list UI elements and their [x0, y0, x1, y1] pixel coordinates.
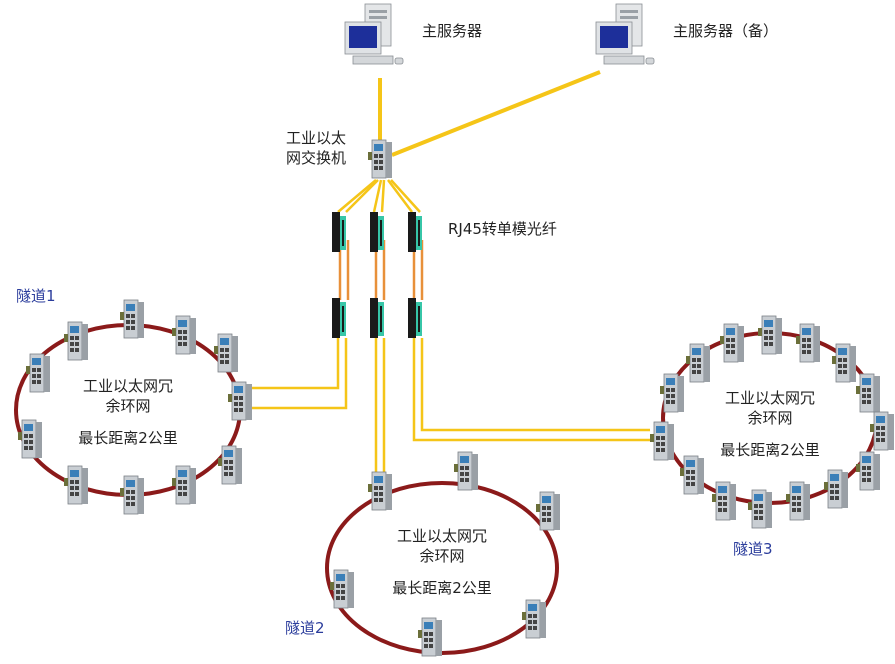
ring-2-distance: 最长距离2公里	[392, 579, 492, 597]
ring-1-distance: 最长距离2公里	[78, 429, 178, 447]
ring-1-title-line2: 余环网	[105, 397, 151, 415]
ring-1-title-line1: 工业以太网冗	[82, 377, 173, 395]
ring-1-label: 工业以太网冗 余环网 最长距离2公里	[58, 376, 198, 448]
main-server-icon	[344, 3, 404, 65]
ring-3-label: 工业以太网冗 余环网 最长距离2公里	[700, 388, 840, 460]
fiber-links	[378, 70, 601, 157]
backup-server-label: 主服务器（备）	[673, 22, 779, 40]
core-switch-label-line2: 网交换机	[286, 149, 347, 167]
ring-3-title-line1: 工业以太网冗	[724, 389, 815, 407]
tunnel-2-label: 隧道2	[285, 619, 325, 637]
core-switch-label: 工业以太 网交换机	[286, 128, 346, 168]
tunnel-3-label: 隧道3	[733, 540, 773, 558]
ring-3-title-line2: 余环网	[747, 409, 793, 427]
tunnel-1-label: 隧道1	[16, 287, 56, 305]
ring-3-distance: 最长距离2公里	[720, 441, 820, 459]
main-server-label: 主服务器	[422, 22, 483, 40]
ring-2-title-line2: 余环网	[419, 547, 465, 565]
link-backup-server	[391, 70, 601, 157]
ring-2-label: 工业以太网冗 余环网 最长距离2公里	[372, 526, 512, 598]
converter-label: RJ45转单模光纤	[448, 220, 557, 238]
core-switch-icon	[367, 139, 393, 179]
backup-server-icon	[595, 3, 655, 65]
core-switch-label-line1: 工业以太	[286, 129, 347, 147]
ring-2-title-line1: 工业以太网冗	[396, 527, 487, 545]
